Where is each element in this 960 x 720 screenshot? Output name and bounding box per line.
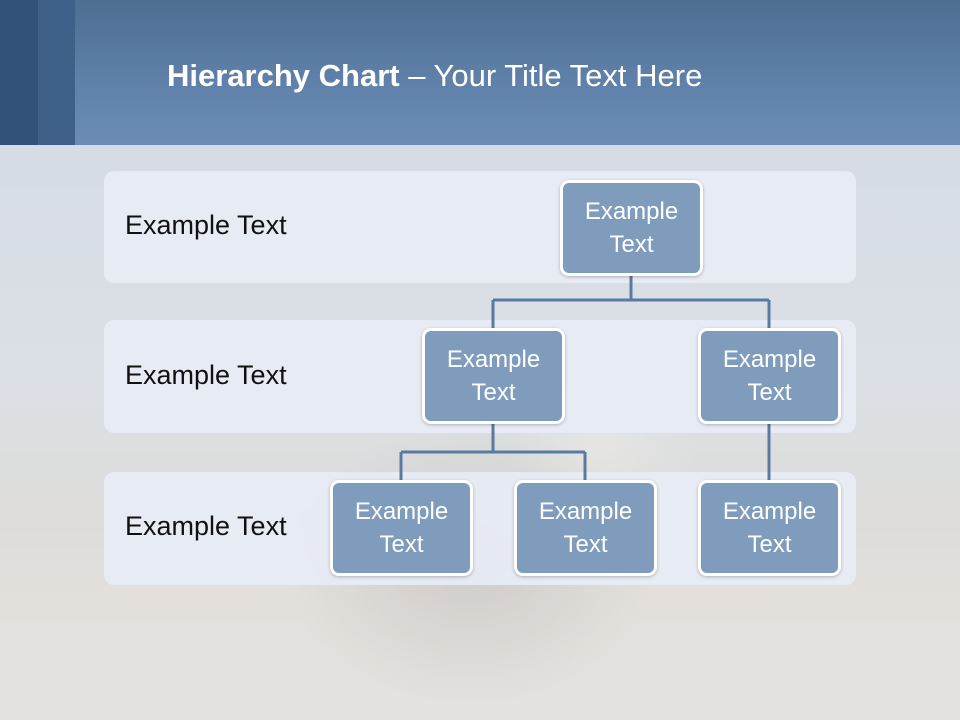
level-2-label[interactable]: Example Text	[125, 360, 287, 390]
node-level3-c[interactable]: Example Text	[698, 480, 841, 576]
node-root[interactable]: Example Text	[560, 180, 703, 276]
title-banner: Hierarchy Chart – Your Title Text Here	[0, 0, 960, 145]
title-rest: Your Title Text Here	[433, 58, 703, 93]
level-row-1: Example Text	[104, 171, 856, 283]
title-separator: –	[408, 58, 426, 93]
level-3-label[interactable]: Example Text	[125, 511, 287, 541]
accent-bar-dark	[0, 0, 38, 145]
node-level3-b[interactable]: Example Text	[514, 480, 657, 576]
node-level3-a[interactable]: Example Text	[330, 480, 473, 576]
accent-bar-medium	[38, 0, 75, 145]
level-1-label[interactable]: Example Text	[125, 210, 287, 240]
node-level2-right[interactable]: Example Text	[698, 328, 841, 424]
title-bold: Hierarchy Chart	[167, 58, 400, 93]
slide-title[interactable]: Hierarchy Chart – Your Title Text Here	[167, 54, 702, 98]
node-level2-left[interactable]: Example Text	[422, 328, 565, 424]
